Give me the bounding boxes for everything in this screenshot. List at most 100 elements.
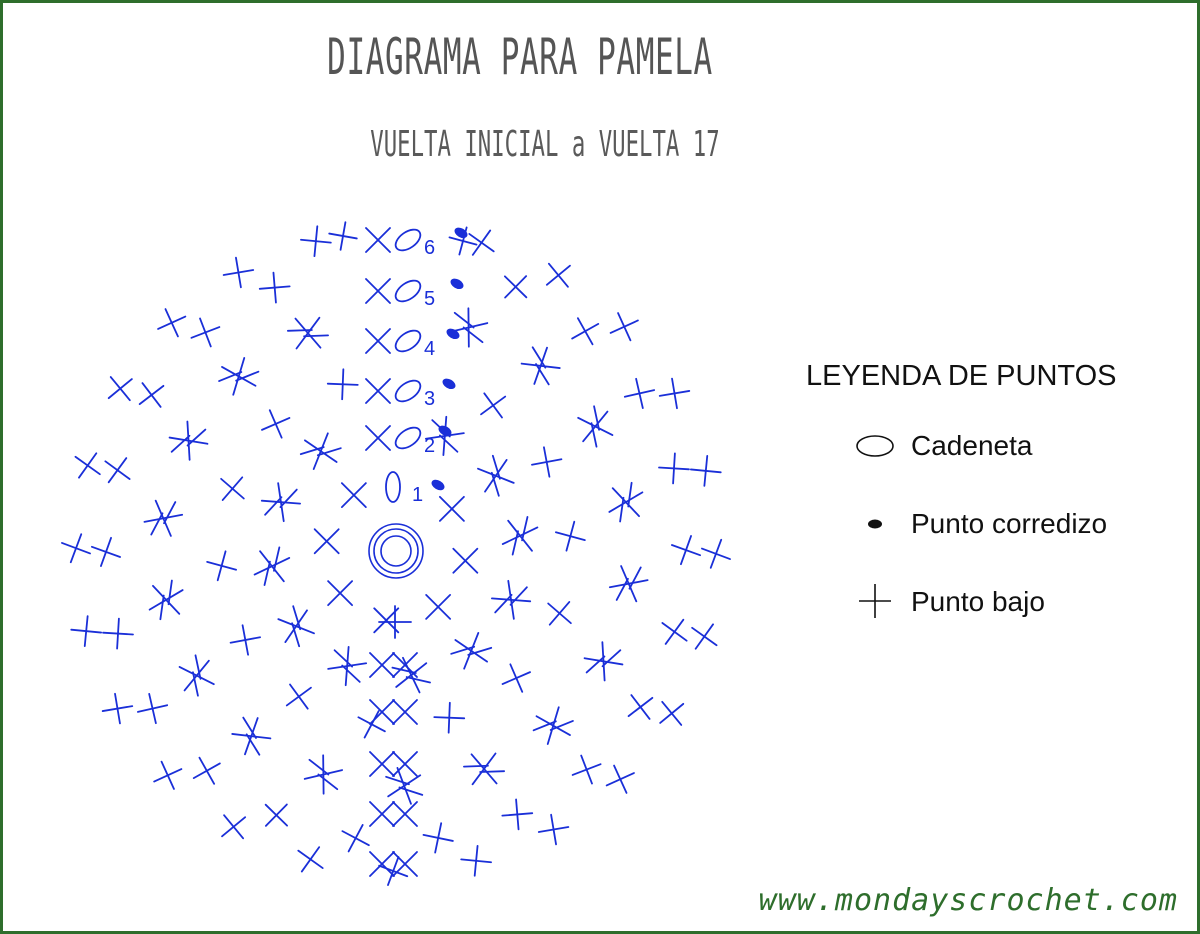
single-crochet-mark <box>192 756 221 785</box>
single-crochet-cross-icon <box>859 584 891 618</box>
increase-mark <box>313 528 340 555</box>
single-crochet-mark <box>623 377 655 409</box>
increase-mark <box>369 699 395 725</box>
single-crochet-mark <box>90 536 122 567</box>
single-crochet-mark <box>220 476 245 501</box>
legend-label: Punto bajo <box>911 586 1045 617</box>
single-crochet-mark <box>537 813 570 846</box>
round-number: 2 <box>424 435 435 457</box>
slip-stitch-mark <box>446 328 460 340</box>
increase-mark <box>439 495 465 522</box>
increase-mark <box>583 641 624 682</box>
increase-mark <box>491 579 532 620</box>
single-crochet-mark <box>658 452 690 485</box>
single-crochet-mark <box>70 615 103 647</box>
single-crochet-mark <box>468 229 495 256</box>
single-crochet-mark <box>326 368 359 401</box>
increase-mark <box>450 632 493 670</box>
chain-stitch-mark <box>385 471 401 503</box>
single-crochet-mark <box>341 824 370 853</box>
increase-mark <box>178 654 215 697</box>
row-start-mark <box>365 227 422 253</box>
chain-stitch-oval-icon <box>856 435 894 457</box>
increase-mark <box>369 652 395 678</box>
single-crochet-mark <box>206 550 238 582</box>
increase-mark <box>277 605 315 648</box>
single-crochet-mark <box>378 605 412 639</box>
increase-mark <box>463 752 506 786</box>
slip-stitch-mark <box>431 479 445 491</box>
diagram-title: DIAGRAMA PARA PAMELA <box>327 28 713 86</box>
single-crochet-mark <box>531 446 563 478</box>
single-crochet-mark <box>501 798 534 831</box>
single-crochet-mark <box>190 317 221 348</box>
single-crochet-mark <box>480 392 507 419</box>
row-start-mark <box>365 328 422 354</box>
increase-mark <box>392 652 418 678</box>
single-crochet-mark <box>157 308 187 338</box>
increase-mark <box>260 482 301 523</box>
single-crochet-mark <box>689 455 722 487</box>
single-crochet-mark <box>701 538 731 569</box>
legend-label: Punto corredizo <box>911 508 1108 539</box>
increase-mark <box>501 516 539 556</box>
increase-mark <box>392 801 418 827</box>
legend-item-cadeneta: Cadeneta <box>855 424 1175 468</box>
single-crochet-mark <box>378 856 409 886</box>
single-crochet-mark <box>101 692 134 725</box>
increase-mark <box>143 499 184 537</box>
legend-label: Cadeneta <box>911 430 1033 461</box>
increase-mark <box>385 766 424 805</box>
row-start-mark <box>365 378 422 404</box>
increase-mark <box>392 851 418 877</box>
single-crochet-mark <box>285 683 312 710</box>
website-url: www.mondayscrochet.com <box>758 883 1178 918</box>
single-crochet-mark <box>61 533 91 564</box>
round-number: 6 <box>424 237 435 259</box>
single-crochet-mark <box>545 262 571 288</box>
increase-mark <box>392 751 418 777</box>
single-crochet-mark <box>258 271 291 304</box>
increase-mark <box>608 565 649 603</box>
single-crochet-mark <box>357 710 386 739</box>
round-number: 5 <box>424 288 435 310</box>
increase-mark <box>424 415 465 456</box>
round-number: 3 <box>424 388 435 410</box>
increase-mark <box>425 594 452 620</box>
slip-stitch-mark <box>450 278 464 290</box>
single-crochet-mark <box>627 694 654 720</box>
single-crochet-mark <box>658 377 691 410</box>
stitch-marks <box>61 221 731 886</box>
single-crochet-mark <box>297 846 324 873</box>
row-start-mark <box>365 278 422 304</box>
legend-item-punto-bajo: Punto bajo <box>855 580 1175 624</box>
single-crochet-mark <box>547 601 572 626</box>
single-crochet-mark <box>328 221 358 251</box>
single-crochet-mark <box>102 617 134 650</box>
increase-mark <box>577 405 614 448</box>
increase-mark <box>452 547 479 574</box>
increase-mark <box>218 357 260 396</box>
legend-item-punto-corredizo: Punto corredizo <box>855 502 1175 546</box>
increase-mark <box>253 546 291 586</box>
single-crochet-mark <box>661 618 688 645</box>
single-crochet-mark <box>138 382 165 408</box>
single-crochet-mark <box>448 226 478 256</box>
single-crochet-mark <box>137 693 169 725</box>
single-crochet-mark <box>153 760 183 790</box>
single-crochet-mark <box>229 624 261 656</box>
increase-mark <box>303 754 343 795</box>
single-crochet-mark <box>107 376 133 402</box>
increase-mark <box>532 706 574 745</box>
single-crochet-mark <box>691 623 718 650</box>
slip-stitch-dot-icon <box>868 519 882 529</box>
single-crochet-mark <box>571 754 602 785</box>
single-crochet-mark <box>501 663 531 693</box>
legend-title: LEYENDA DE PUNTOS <box>806 360 1117 392</box>
increase-mark <box>231 716 272 756</box>
single-crochet-mark <box>609 312 639 342</box>
single-crochet-mark <box>554 520 586 552</box>
